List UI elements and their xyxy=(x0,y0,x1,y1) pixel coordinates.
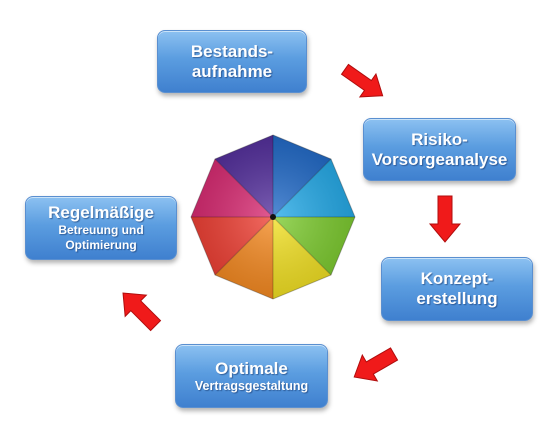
step-bestandsaufnahme: Bestands- aufnahme xyxy=(157,30,307,93)
arrow-icon xyxy=(340,63,384,98)
step-konzepterstellung: Konzept- erstellung xyxy=(381,257,533,321)
step-label-line1: Konzept- xyxy=(420,269,494,288)
step-subtitle: Vertragsgestaltung xyxy=(194,378,309,393)
arrow-icon xyxy=(122,292,162,332)
step-label-line2: erstellung xyxy=(416,289,498,308)
step-label-line1: Risiko- xyxy=(411,129,468,149)
arrow-icon xyxy=(353,347,399,382)
step-regelmaessige-betreuung: Regelmäßige Betreuung und Optimierung xyxy=(25,196,177,260)
step-subtitle-line1: Betreuung und xyxy=(58,223,144,237)
step-title: Optimale xyxy=(215,358,288,378)
step-label-line2: aufnahme xyxy=(191,61,273,81)
umbrella-icon xyxy=(190,134,356,300)
step-optimale-vertragsgestaltung: Optimale Vertragsgestaltung xyxy=(175,344,328,408)
step-label-line1: Bestands- xyxy=(190,41,274,61)
step-title: Regelmäßige xyxy=(48,203,154,222)
step-subtitle-line2: Optimierung xyxy=(65,238,137,252)
step-label-line2: Vorsorgeanalyse xyxy=(371,149,508,169)
arrow-icon xyxy=(428,195,462,243)
step-risiko-vorsorgeanalyse: Risiko- Vorsorgeanalyse xyxy=(363,118,516,181)
